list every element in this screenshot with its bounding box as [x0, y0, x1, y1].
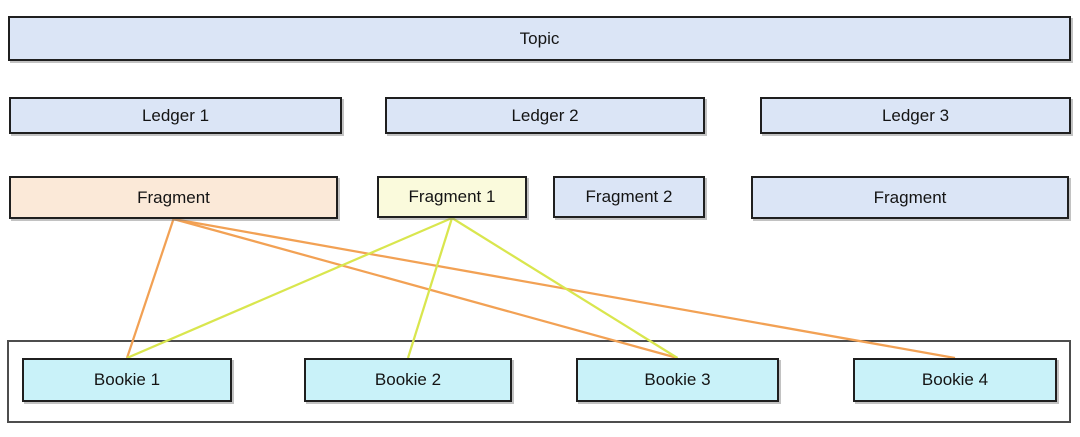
- fragment-box-ledger3: Fragment: [751, 176, 1069, 219]
- connector-fragmentL1-bookie3: [173, 217, 678, 360]
- bookie-1-box: Bookie 1: [22, 358, 232, 402]
- connector-fragment1-bookie2: [406, 217, 454, 359]
- ledger-2-box: Ledger 2: [385, 97, 705, 134]
- connector-fragment1-bookie3: [451, 217, 679, 359]
- fragment-1-box: Fragment 1: [377, 176, 527, 218]
- connector-fragmentL1-bookie4: [173, 217, 956, 360]
- bookie-4-box: Bookie 4: [853, 358, 1057, 402]
- ledger-1-box: Ledger 1: [9, 97, 342, 134]
- bookie-3-box: Bookie 3: [576, 358, 779, 402]
- connector-fragment1-bookie1: [126, 216, 453, 360]
- fragment-2-box: Fragment 2: [553, 176, 705, 218]
- connector-fragmentL1-bookie1: [125, 218, 175, 359]
- ledger-3-box: Ledger 3: [760, 97, 1071, 134]
- topic-box: Topic: [8, 16, 1071, 61]
- bookie-2-box: Bookie 2: [304, 358, 512, 402]
- fragment-box-ledger1: Fragment: [9, 176, 338, 219]
